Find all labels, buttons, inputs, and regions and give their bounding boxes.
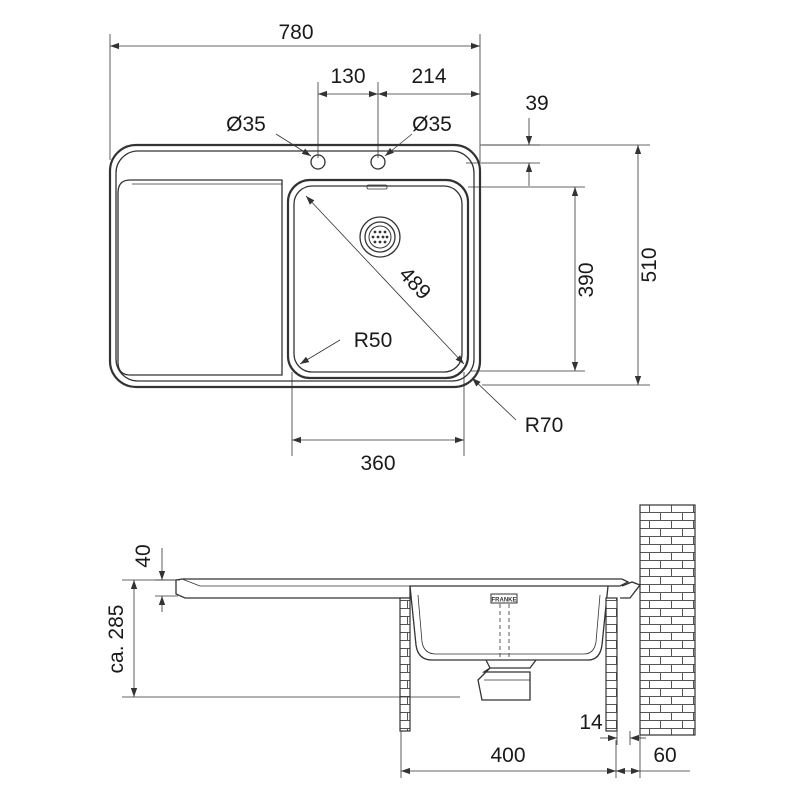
- label-rim-height: 40: [132, 544, 155, 567]
- label-overall-width: 780: [278, 21, 313, 44]
- dim-wall-gap: 60: [616, 735, 690, 778]
- waste-brand-label: FRANKE: [492, 598, 517, 604]
- brick-wall: [639, 504, 696, 736]
- dim-tap-hole-diameters: Ø35 Ø35: [226, 113, 452, 157]
- label-tap-hole-diameter-left: Ø35: [226, 113, 266, 136]
- waste-outlet: [477, 659, 537, 701]
- bowl-outer-outline: [286, 178, 470, 380]
- label-edge-to-bowl: 39: [525, 92, 548, 115]
- dim-cabinet-width: 400: [400, 731, 617, 778]
- top-view: 780 130 214 Ø35 Ø35 39: [108, 21, 661, 475]
- label-wall-gap: 60: [653, 744, 676, 767]
- dim-panel-thickness: 14: [579, 711, 646, 745]
- overflow-slot: [366, 184, 388, 190]
- label-cabinet-width: 400: [490, 744, 525, 767]
- sink-rim-inner-outline: [115, 150, 475, 382]
- dim-edge-to-bowl: 39: [466, 92, 549, 186]
- label-bowl-diagonal: 489: [394, 263, 435, 304]
- sink-outer-outline: [108, 143, 482, 389]
- label-bowl-width: 360: [360, 452, 395, 475]
- dim-total-height: ca. 285: [105, 579, 460, 698]
- label-panel-thickness: 14: [579, 711, 603, 734]
- dim-inner-radius: R50: [299, 329, 393, 365]
- dim-bowl-width: 360: [291, 372, 465, 475]
- overflow-box: [490, 593, 518, 604]
- label-tap-hole-diameter-right: Ø35: [412, 113, 452, 136]
- label-total-height: ca. 285: [105, 605, 128, 674]
- rim-clip-right: [620, 581, 642, 599]
- label-bowl-height: 390: [575, 262, 598, 297]
- dim-tap-holes: 130 214: [317, 65, 480, 158]
- dim-bowl-height: 390: [468, 186, 598, 372]
- bowl-inner-profile: [417, 594, 601, 655]
- label-inner-radius: R50: [354, 329, 393, 352]
- label-overall-depth: 510: [638, 247, 661, 282]
- dim-outer-radius: R70: [471, 377, 564, 437]
- cabinet-panel-right: [605, 597, 618, 732]
- sink-rim-side: [175, 578, 630, 599]
- drain-strainer-icon: [359, 216, 401, 258]
- dim-overall-depth: 510: [482, 144, 661, 386]
- label-outer-radius: R70: [525, 414, 564, 437]
- dim-rim-height: 40: [132, 544, 178, 612]
- rim-bevel-line: [181, 578, 201, 587]
- side-view: FRANKE 40 ca. 285: [105, 504, 696, 778]
- drainer-area: [117, 179, 283, 376]
- dim-overall-width: 780: [109, 21, 481, 162]
- label-tap-to-bowl-right: 214: [411, 65, 446, 88]
- cabinet-panel-left: [399, 597, 411, 732]
- label-tap-hole-offset: 130: [330, 65, 365, 88]
- bowl-side-profile: [409, 585, 609, 661]
